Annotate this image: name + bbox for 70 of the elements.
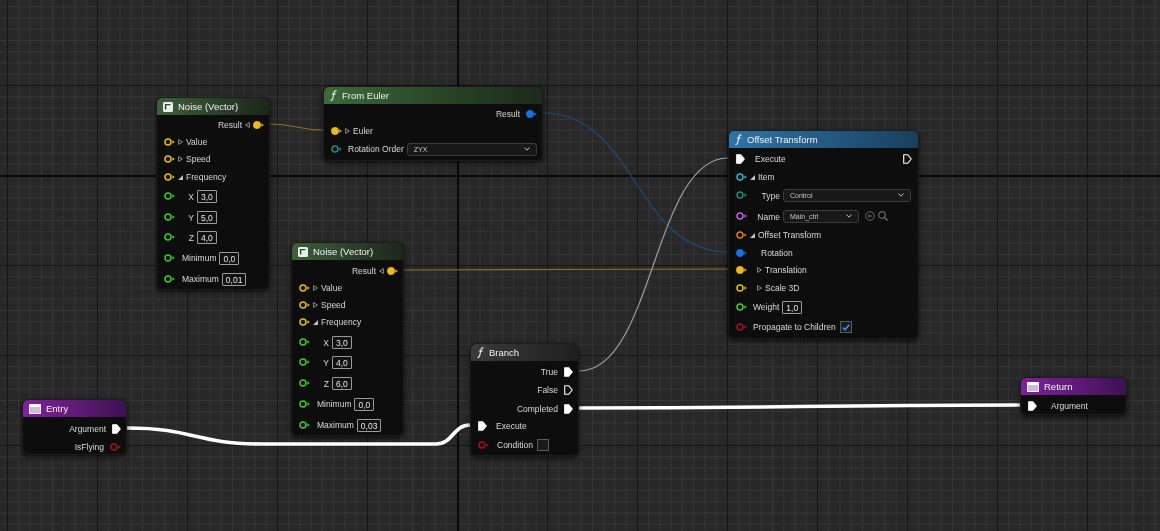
node-title: Entry	[46, 403, 69, 414]
pin-label: Z	[323, 379, 329, 389]
pin-label: True	[540, 367, 558, 377]
graph-node	[291, 242, 404, 436]
pin-label: Frequency	[186, 172, 227, 182]
node-title: From Euler	[342, 90, 389, 101]
graph-node	[470, 343, 579, 456]
pin-label: Translation	[765, 265, 807, 275]
pin-label: Maximum	[317, 420, 354, 430]
wire	[542, 112, 729, 253]
pin-label: Speed	[186, 154, 211, 164]
pin-label: Minimum	[317, 399, 352, 409]
pin-label: Propagate to Children	[753, 322, 836, 332]
number-field: 3,0	[332, 335, 352, 349]
node-title: Offset Transform	[747, 134, 818, 145]
number-field: 3,0	[197, 189, 217, 203]
number-field: 0,03	[356, 418, 382, 432]
graph-node	[323, 86, 543, 161]
number-field: 1,0	[782, 300, 803, 314]
pin-label: Result	[495, 109, 520, 119]
wire	[577, 403, 1022, 410]
pin-label: Y	[188, 213, 194, 223]
pin-label: Scale 3D	[765, 283, 800, 293]
graph-node	[728, 130, 919, 339]
pin-label: X	[188, 192, 194, 202]
number-field: 0,0	[219, 251, 240, 265]
wire	[125, 423, 472, 446]
wire	[578, 157, 729, 372]
node-title: Noise (Vector)	[313, 246, 374, 257]
pin-label: IsFlying	[74, 442, 104, 452]
pin-label: Argument	[1051, 401, 1088, 411]
node-title: Noise (Vector)	[178, 101, 239, 112]
number-field: 6,0	[332, 376, 352, 390]
number-field: 4,0	[197, 230, 217, 244]
number-field: 0,0	[354, 397, 375, 411]
pin-label: Offset Transform	[758, 230, 822, 240]
pin-label: Frequency	[321, 317, 362, 327]
pin-label: Z	[188, 233, 194, 243]
pin-label: X	[323, 338, 329, 348]
pin-label: Type	[761, 191, 780, 201]
node-title: Branch	[489, 347, 520, 358]
pin-label: Condition	[497, 440, 533, 450]
pin-label: Completed	[516, 404, 558, 414]
pin-label: Name	[757, 212, 780, 222]
pin-label: False	[537, 385, 558, 395]
pin-label: Value	[321, 283, 343, 293]
pin-label: Weight	[753, 302, 780, 312]
pin-label: Rotation Order	[348, 144, 404, 154]
pin-label: Minimum	[182, 253, 217, 263]
number-field: 5,0	[197, 210, 217, 224]
pin-label: Euler	[353, 126, 373, 136]
wire	[269, 123, 324, 131]
pin-label: Speed	[321, 300, 346, 310]
number-field: 0,01	[221, 272, 247, 286]
pin-label: Item	[758, 172, 775, 182]
node-title: Return	[1044, 381, 1073, 392]
pin-label: Maximum	[182, 274, 219, 284]
graph-node	[156, 97, 270, 290]
wire	[403, 268, 729, 271]
pin-label: Execute	[755, 154, 786, 164]
graph-node	[1020, 377, 1127, 415]
graph-node	[22, 399, 127, 455]
pin-label: Argument	[69, 424, 106, 434]
pin-label: Execute	[496, 421, 527, 431]
number-field: 4,0	[332, 355, 352, 369]
pin-label: Y	[323, 358, 329, 368]
pin-label: Value	[186, 137, 208, 147]
pin-label: Result	[217, 120, 242, 130]
pin-label: Rotation	[761, 248, 793, 258]
pin-label: Result	[351, 266, 376, 276]
